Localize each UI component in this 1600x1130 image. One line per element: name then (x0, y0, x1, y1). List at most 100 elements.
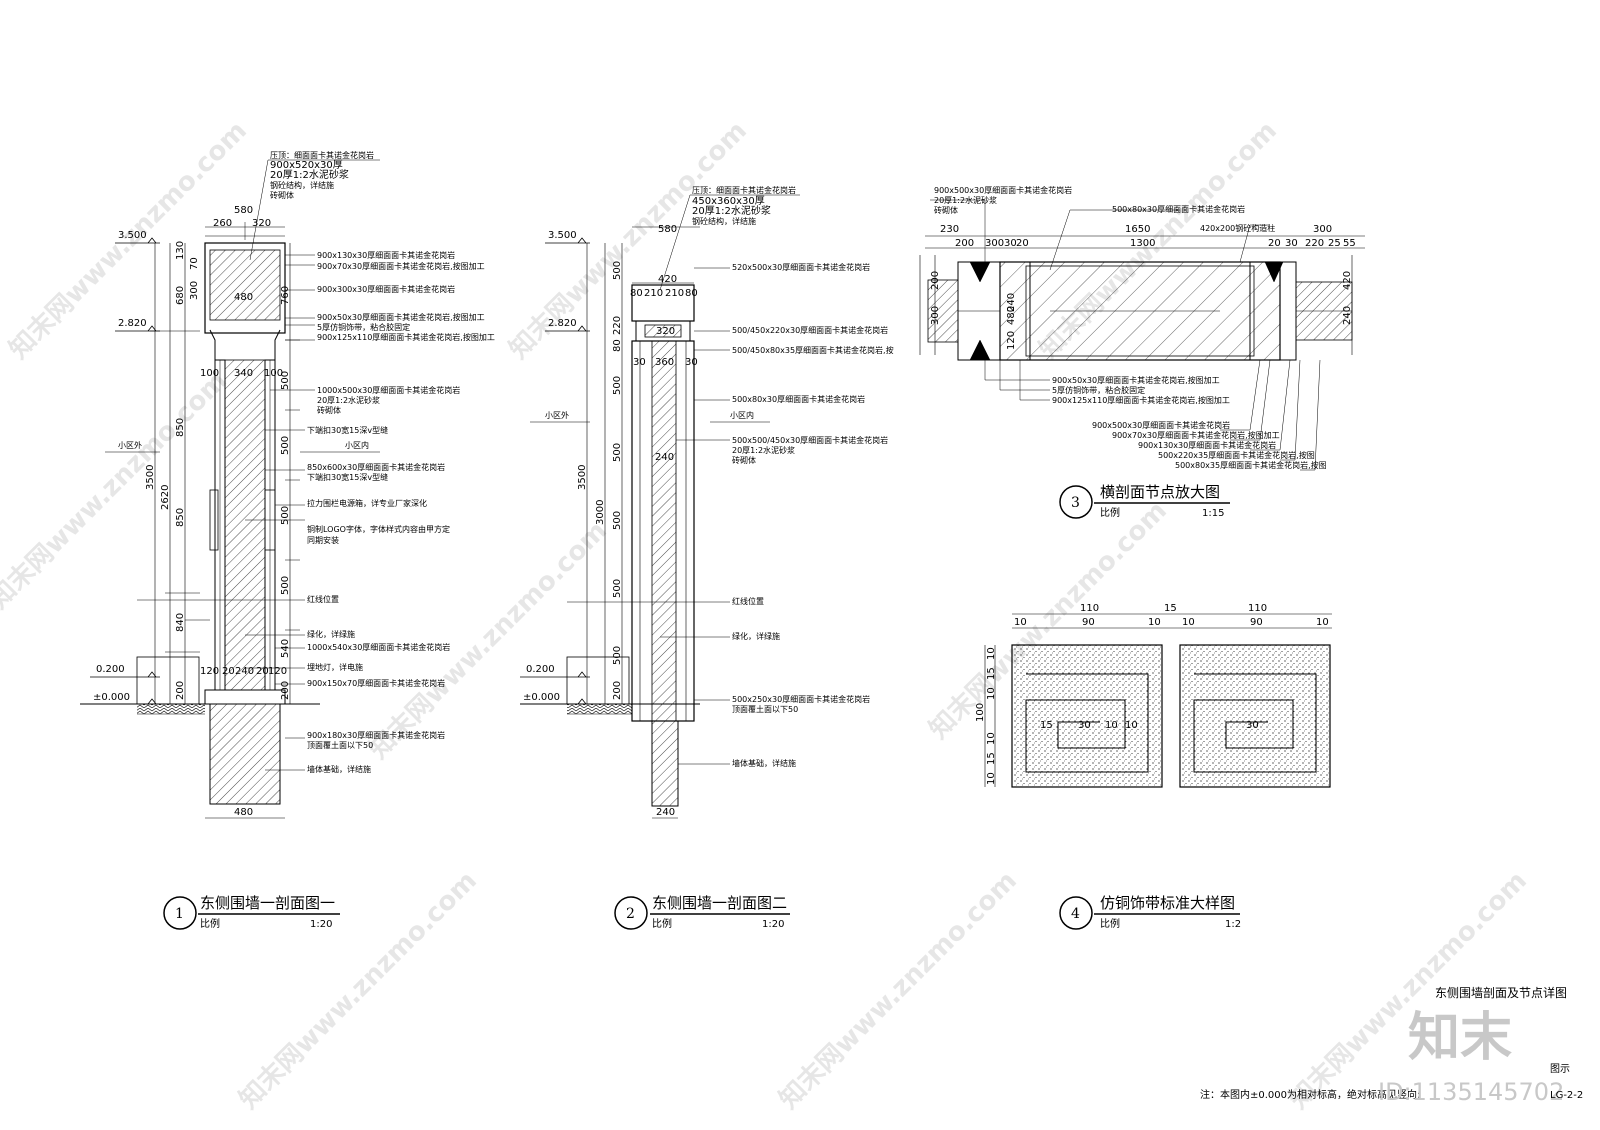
detail-number: 3 (1071, 495, 1080, 511)
callout: 500x80x30厚细面面卡其诺金花岗岩 (732, 394, 865, 404)
side-in-label: 小区内 (345, 440, 369, 450)
dim: 20 (222, 666, 235, 677)
dim: 120 (1006, 331, 1017, 350)
callout: 拉力围栏电源箱，详专业厂家深化 (307, 498, 427, 508)
section-2-text: 3.500 2.820 0.200 ±0.000 小区外 小区内 580 420… (523, 185, 894, 818)
dim: 240 (1006, 293, 1017, 312)
dim: 220 (612, 316, 623, 335)
dim: 10 (1182, 617, 1195, 628)
section-1 (80, 159, 380, 819)
callout: 20厚1:2水泥砂浆 (270, 168, 349, 181)
dim: 200 (955, 238, 974, 249)
callout: 5厚仿铜饰带，粘合胶固定 (317, 322, 410, 332)
callout: 钢砼结构，详结施 (692, 216, 756, 226)
callout: 500/450x220x30厚细面面卡其诺金花岗岩 (732, 325, 888, 335)
id-text: ID:1135145702 (1378, 1078, 1564, 1106)
callout: 砖砌体 (732, 455, 756, 465)
watermark: 知末网www.znzmo.com (774, 866, 1023, 1115)
dim: 500 (612, 511, 623, 530)
elevation-low: 0.200 (96, 664, 125, 675)
callout: 顶面覆土面以下50 (307, 740, 373, 750)
dim: 30 (1004, 238, 1017, 249)
dim: 360 (655, 357, 674, 368)
watermark: 知末网www.znzmo.com (504, 116, 753, 365)
dim: 10 (986, 687, 997, 700)
dim: 30 (1246, 720, 1259, 731)
callout: 520x500x30厚细面面卡其诺金花岗岩 (732, 262, 870, 272)
dim: 240 (655, 452, 674, 463)
callout: 20厚1:2水泥砂浆 (317, 395, 380, 405)
dim: 240 (656, 807, 675, 818)
dim: 30 (1078, 720, 1091, 731)
detail-title-4: 4 仿铜饰带标准大样图 比例 1:2 (1059, 894, 1241, 930)
scale-label: 比例 (1100, 917, 1120, 930)
elevation-zero: ±0.000 (93, 692, 130, 703)
callout: 900x125x110厚细面面卡其诺金花岗岩,按图加工 (317, 332, 495, 342)
dim: 2620 (160, 485, 171, 510)
dim: 10 (986, 732, 997, 745)
dim: 500 (612, 376, 623, 395)
dim: 580 (658, 224, 677, 235)
callout: 850x600x30厚细面面卡其诺金花岗岩 (307, 462, 445, 472)
dim: 20 (256, 666, 269, 677)
dim: 30 (685, 357, 698, 368)
dim: 100 (975, 703, 986, 722)
dim: 540 (280, 639, 291, 658)
dim: 500 (280, 506, 291, 525)
callout: 900x70x30厚细面面卡其诺金花岗岩,按图加工 (317, 261, 485, 271)
dim: 500 (612, 646, 623, 665)
dim: 10 (1125, 720, 1138, 731)
dim: 500 (280, 371, 291, 390)
dim: 90 (1250, 617, 1263, 628)
dim: 500 (280, 436, 291, 455)
section-2 (520, 194, 800, 819)
callout: 埋地灯，详电施 (307, 662, 363, 672)
detail-title-1: 1 东侧围墙一剖面图一 比例 1:20 (163, 894, 340, 930)
dim: 120 (268, 666, 287, 677)
dim: 10 (986, 772, 997, 785)
callout: 500/450x80x35厚细面面卡其诺金花岗岩,按 (732, 345, 894, 355)
callout: 红线位置 (307, 594, 339, 604)
dim: 480 (1006, 306, 1017, 325)
dim: 110 (1080, 603, 1099, 614)
callout: 900x520x30厚 (270, 159, 343, 171)
callout: 900x500x30厚细面面卡其诺金花岗岩 (934, 185, 1072, 195)
dim: 200 (175, 681, 186, 700)
callout: 500x220x35厚细面面卡其诺金花岗岩,按图 (1158, 450, 1315, 460)
dim: 850 (175, 508, 186, 527)
dim: 580 (234, 205, 253, 216)
dim: 200 (612, 681, 623, 700)
elevation-zero: ±0.000 (523, 692, 560, 703)
dim: 220 (1305, 238, 1324, 249)
dim: 1300 (1130, 238, 1155, 249)
detail-title-3: 3 横剖面节点放大图 比例 1:15 (1059, 483, 1230, 519)
scale-value: 1:20 (762, 919, 784, 930)
dim: 210 (665, 288, 684, 299)
callout: 红线位置 (732, 596, 764, 606)
callout: 墙体基础，详结施 (732, 758, 796, 768)
dim: 500 (280, 576, 291, 595)
callout: 500x250x30厚细面面卡其诺金花岗岩 (732, 694, 870, 704)
dim: 10 (1105, 720, 1118, 731)
section-1-text: 3.500 2.820 0.200 ±0.000 小区外 小区内 580 260… (93, 150, 495, 818)
side-out-label: 小区外 (545, 410, 569, 420)
dim: 480 (234, 807, 253, 818)
section-4 (984, 613, 1332, 788)
dim: 760 (280, 286, 291, 305)
callout: 压顶：细面面卡其诺金花岗岩 (270, 150, 374, 160)
section-3 (919, 199, 1365, 471)
dim: 420 (1342, 271, 1353, 290)
callout: 900x130x30厚细面面卡其诺金花岗岩 (317, 250, 455, 260)
dim: 200 (930, 271, 941, 290)
dim: 210 (644, 288, 663, 299)
dim: 3500 (577, 465, 588, 490)
scale-label: 比例 (200, 917, 220, 930)
callout: 5厚仿铜饰带，粘合胶固定 (1052, 385, 1145, 395)
detail-title-2: 2 东侧围墙一剖面图二 比例 1:20 (614, 894, 790, 930)
callout: 900x70x30厚细面面卡其诺金花岗岩,按图加工 (1112, 430, 1280, 440)
callout: 500x500/450x30厚细面面卡其诺金花岗岩 (732, 435, 888, 445)
dim: 840 (175, 613, 186, 632)
dim: 20 (1268, 238, 1281, 249)
dim: 130 (175, 241, 186, 260)
dim: 30 (633, 357, 646, 368)
